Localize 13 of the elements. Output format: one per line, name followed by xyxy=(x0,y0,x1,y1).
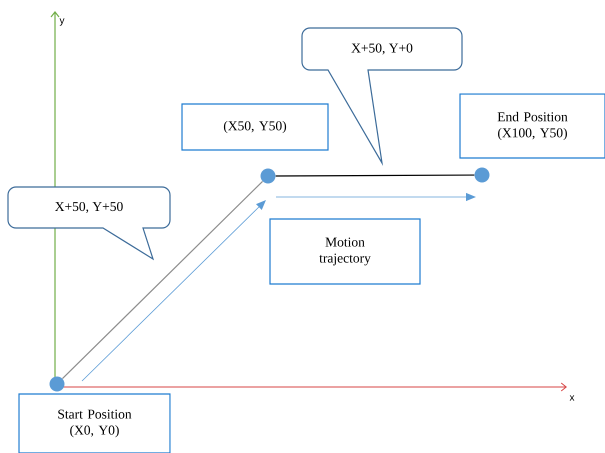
trajectory-box: Motion trajectory xyxy=(269,218,421,285)
position-box: (X50, Y50) xyxy=(181,103,329,151)
position-dot xyxy=(474,168,490,182)
position-dot xyxy=(260,168,276,184)
start-position-box: Start Position (X0, Y0) xyxy=(18,393,171,453)
end-position-box: End Position (X100, Y50) xyxy=(459,93,605,159)
callout-bubble: X+50, Y+0 xyxy=(301,27,463,164)
callout-bubble: X+50, Y+50 xyxy=(7,186,171,260)
axis-label: x xyxy=(570,395,574,401)
axis-label: y xyxy=(60,18,64,26)
trajectory-line xyxy=(276,174,474,177)
position-dot xyxy=(50,376,64,392)
trajectory-line xyxy=(62,180,263,380)
